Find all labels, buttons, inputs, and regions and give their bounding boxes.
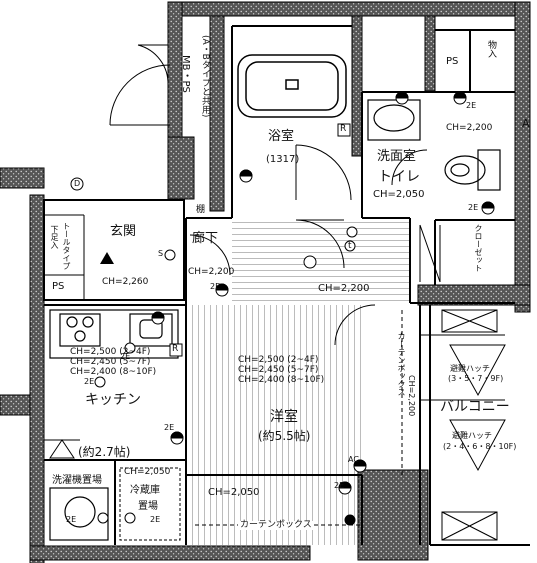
tall-type-label: トールタイプ xyxy=(62,222,71,270)
kitchen-ch-2: CH=2,450 (5~7F) xyxy=(70,357,151,367)
closet-label: クローゼット xyxy=(474,224,483,272)
western-ch-3: CH=2,400 (8~10F) xyxy=(238,375,325,385)
fridge-label-2: 置場 xyxy=(138,501,158,512)
washer-area-label: 洗濯機置場 xyxy=(52,475,102,486)
washroom-name: 洗面室 xyxy=(377,149,417,164)
western-room-floor xyxy=(186,305,362,475)
hatch1-floors: (3・5・7・9F) xyxy=(448,374,504,383)
washroom-ch-upper: CH=2,200 xyxy=(446,123,493,133)
outlet-symbols xyxy=(94,91,495,526)
ps-entrance-label: PS xyxy=(52,281,65,292)
mark-ac: AC xyxy=(348,455,359,464)
r-boxes xyxy=(169,123,351,357)
curtain-box-vertical: カーテンボックス xyxy=(397,332,406,396)
washbasin xyxy=(367,99,421,141)
d-marker xyxy=(70,177,84,191)
mark-r1: R xyxy=(340,124,347,134)
hatch1-label: 避難ハッチ xyxy=(450,364,490,373)
kitchen-name: キッチン xyxy=(85,392,141,408)
mark-t: t xyxy=(348,241,352,251)
entrance-name: 玄関 xyxy=(110,224,137,239)
bathtub xyxy=(237,54,347,118)
washer-box xyxy=(49,487,109,541)
bath-size: (1317) xyxy=(266,154,300,165)
mark-s: S xyxy=(158,249,164,258)
toilet-name: トイレ xyxy=(378,169,420,185)
toilet xyxy=(444,149,501,191)
mark-2e-6: 2E xyxy=(66,515,77,524)
shelf-top-label: 棚 xyxy=(196,205,206,215)
door-swings xyxy=(44,44,506,541)
fridge-box xyxy=(119,467,181,541)
mark-2e-3: 2E xyxy=(210,282,221,291)
mark-2e-7: 2E xyxy=(150,515,161,524)
hall-right-ch: CH=2,200 xyxy=(318,283,370,294)
mark-2e-5: 2E xyxy=(334,481,345,490)
fridge-ch: CH=2,050 xyxy=(124,467,171,477)
mark-2e-4: 2E xyxy=(164,423,175,432)
mark-2e-2: 2E xyxy=(468,203,479,212)
ab-type-label: (A・Bタイプと共用) xyxy=(200,35,210,118)
curtain-box-horizontal: カーテンボックス xyxy=(238,520,314,530)
western-ch-2: CH=2,450 (5~7F) xyxy=(238,365,319,375)
d-mark: D xyxy=(74,179,81,188)
shoe-box-label: 下足入 xyxy=(50,225,59,249)
closet-shelf xyxy=(44,214,441,300)
kitchen-counter xyxy=(49,309,179,359)
hallway-floor xyxy=(232,218,410,303)
mark-2e-8: 2E xyxy=(120,352,131,361)
hatch2-floors: (2・4・6・8・10F) xyxy=(443,442,517,451)
kitchen-ch-1: CH=2,500 (2~4F) xyxy=(70,347,151,357)
bath-name: 浴室 xyxy=(268,129,295,144)
interior-walls xyxy=(43,25,530,546)
mark-r2: R xyxy=(172,344,179,354)
hatch2-label: 避難ハッチ xyxy=(452,431,492,440)
kitchen-size: (約2.7帖) xyxy=(78,445,131,459)
ch-vertical: CH=2,200 xyxy=(407,375,416,417)
balcony-name: バルコニー xyxy=(440,399,510,415)
entrance-marker xyxy=(100,252,114,264)
mark-right: A xyxy=(522,117,530,130)
hallway-name: 廊下 xyxy=(192,231,219,246)
western-name: 洋室 xyxy=(270,409,298,425)
kitchen-ch-3: CH=2,400 (8~10F) xyxy=(70,367,157,377)
western-ch-1: CH=2,500 (2~4F) xyxy=(238,355,319,365)
mb-ps-label: MB・PS xyxy=(180,55,191,93)
storage-label: 物入 xyxy=(486,40,496,58)
washroom-ch: CH=2,050 xyxy=(373,189,425,200)
mark-2e-1: 2E xyxy=(466,101,477,110)
entrance-ch: CH=2,260 xyxy=(102,277,149,287)
bottom-ch: CH=2,050 xyxy=(208,487,260,498)
western-size: (約5.5帖) xyxy=(258,429,311,443)
fridge-label-1: 冷蔵庫 xyxy=(130,485,160,496)
hallway-ch: CH=2,200 xyxy=(188,267,235,277)
ps-top-label: PS xyxy=(446,56,459,67)
mark-2e-9: 2E xyxy=(84,377,95,386)
